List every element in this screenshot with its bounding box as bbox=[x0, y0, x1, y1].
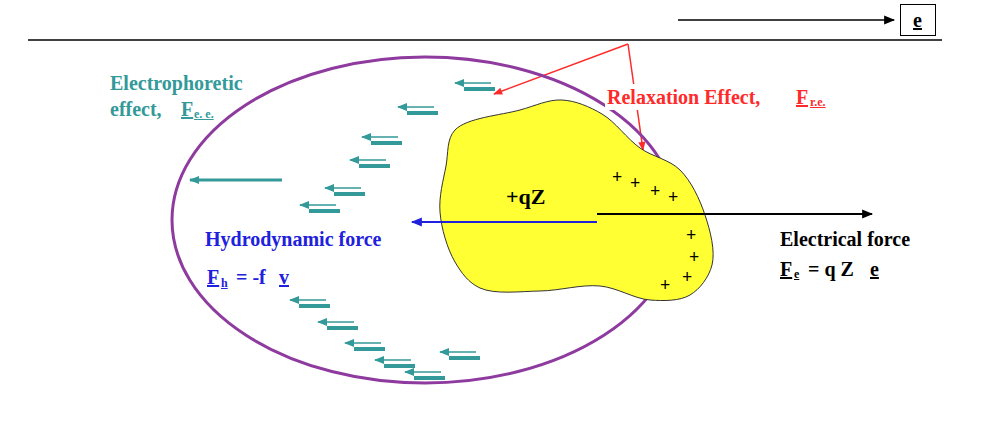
ion-arrow bbox=[350, 160, 390, 166]
ion-bar bbox=[327, 326, 358, 330]
charge-label: +qZ bbox=[506, 183, 545, 212]
ion-arrow-shaft bbox=[405, 371, 441, 373]
charge-sign: + bbox=[630, 172, 640, 195]
charge-sign: + bbox=[650, 180, 660, 203]
force-label: Electrical force bbox=[780, 226, 910, 252]
ion-arrow-shaft bbox=[362, 136, 398, 138]
force-equation: = -f bbox=[236, 264, 266, 290]
hydrodynamic-force-arrow bbox=[412, 221, 597, 223]
electrophoretic-arrow bbox=[190, 179, 282, 182]
ion-arrow bbox=[405, 372, 445, 378]
ion-bar bbox=[449, 356, 480, 360]
ion-arrow bbox=[300, 205, 340, 211]
ion-arrow-shaft bbox=[398, 106, 434, 108]
force-label: Hydrodynamic force bbox=[205, 226, 381, 252]
baseline-rule bbox=[28, 39, 942, 41]
charge-sign: + bbox=[668, 186, 678, 209]
force-subscript: e bbox=[794, 268, 799, 280]
force-symbol: F bbox=[181, 96, 193, 122]
ion-arrow-shaft bbox=[290, 299, 326, 301]
ion-arrow bbox=[325, 188, 365, 194]
particle-outline bbox=[440, 100, 713, 301]
ion-arrow bbox=[362, 137, 402, 143]
ion-arrow bbox=[398, 107, 438, 113]
vector-symbol: e bbox=[913, 7, 922, 33]
ion-arrow-shaft bbox=[350, 159, 386, 161]
charge-sign: + bbox=[689, 246, 699, 269]
particle-blob: +qZ++++++++ bbox=[440, 98, 716, 302]
ion-bar bbox=[414, 376, 445, 380]
ion-arrow-shaft bbox=[325, 187, 361, 189]
ion-arrow bbox=[375, 360, 415, 366]
ion-bar bbox=[359, 164, 390, 168]
ion-bar bbox=[334, 192, 365, 196]
field-arrow bbox=[678, 19, 894, 21]
charge-sign: + bbox=[660, 274, 670, 297]
force-subscript: h bbox=[221, 277, 228, 289]
vector-box: e bbox=[900, 4, 936, 36]
ion-bar bbox=[309, 209, 340, 213]
charge-sign: + bbox=[682, 266, 692, 289]
ion-arrow bbox=[290, 300, 330, 306]
ion-bar bbox=[371, 141, 402, 145]
force-equation: = q Z bbox=[808, 256, 854, 282]
ion-bar bbox=[407, 111, 438, 115]
ion-arrow bbox=[440, 352, 480, 358]
ion-arrow-shaft bbox=[300, 204, 336, 206]
ion-bar bbox=[384, 364, 415, 368]
ion-arrow-shaft bbox=[455, 82, 491, 84]
velocity-symbol: v bbox=[279, 264, 289, 290]
ion-bar bbox=[464, 87, 495, 91]
ion-arrow bbox=[345, 343, 385, 349]
ion-arrow-shaft bbox=[440, 351, 476, 353]
ion-arrow-shaft bbox=[345, 342, 381, 344]
ion-arrow-shaft bbox=[375, 359, 411, 361]
effect-label: Relaxation Effect, bbox=[605, 84, 762, 110]
force-symbol: F bbox=[780, 256, 792, 282]
charge-sign: + bbox=[686, 224, 696, 247]
ion-bar bbox=[354, 347, 385, 351]
charge-sign: + bbox=[612, 166, 622, 189]
electrical-force-arrow bbox=[597, 213, 872, 215]
double-layer-ellipse: Hydrodynamic forceFh= -fv+qZ++++++++ bbox=[170, 55, 680, 385]
force-symbol: F bbox=[207, 264, 219, 290]
ion-bar bbox=[299, 304, 330, 308]
force-subscript: r.e. bbox=[808, 96, 828, 108]
force-subscript: e. e. bbox=[194, 108, 214, 120]
ion-arrow-shaft bbox=[318, 321, 354, 323]
ion-arrow bbox=[455, 83, 495, 89]
field-symbol: e bbox=[870, 256, 879, 282]
ion-arrow bbox=[318, 322, 358, 328]
